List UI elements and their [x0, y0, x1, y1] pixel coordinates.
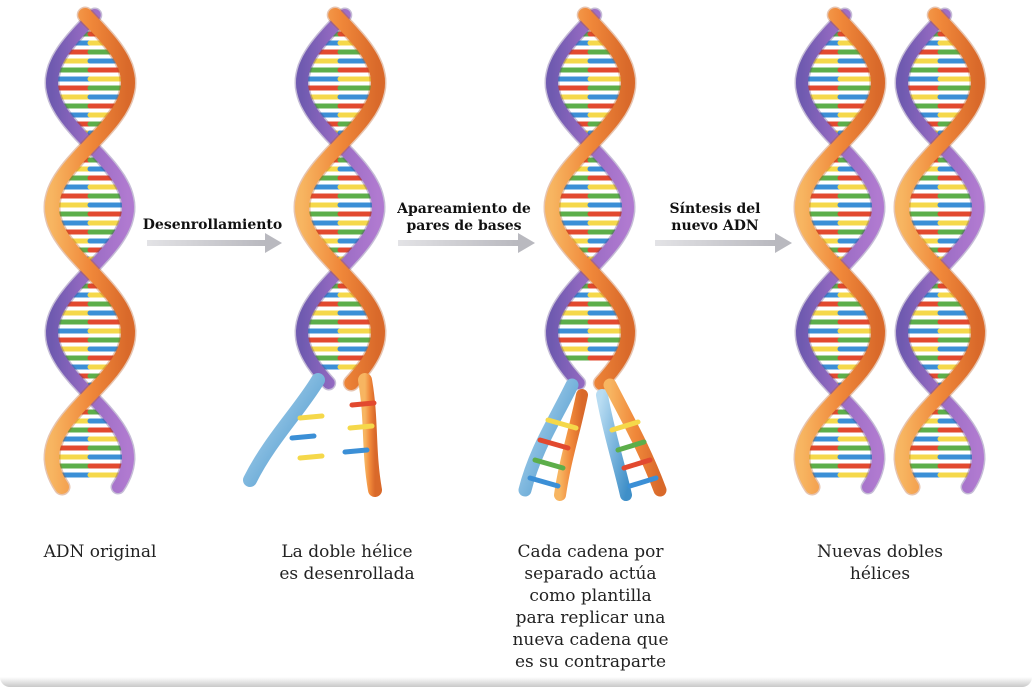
caption-original-dna: ADN original — [30, 541, 170, 563]
caption-new-helices: Nuevas dobles hélices — [805, 541, 955, 585]
arrow-unwinding — [147, 233, 282, 253]
caption-template-strand: Cada cadena por separado actúa como plan… — [508, 541, 673, 673]
arrow-pairing — [398, 233, 535, 253]
step-label-unwinding: Desenrollamiento — [140, 217, 285, 234]
helix-new-right — [902, 15, 978, 487]
arrow-synthesis — [655, 233, 792, 253]
helix-unwound — [250, 15, 378, 490]
step-label-synthesis: Síntesis del nuevo ADN — [660, 201, 770, 235]
helix-original — [52, 15, 128, 487]
caption-unwound-helix: La doble hélice es desenrollada — [272, 541, 422, 585]
helix-new-left — [802, 15, 878, 487]
step-label-pairing: Apareamiento de pares de bases — [394, 201, 534, 235]
helix-template — [525, 15, 660, 495]
bottom-edge-shadow — [0, 677, 1032, 687]
